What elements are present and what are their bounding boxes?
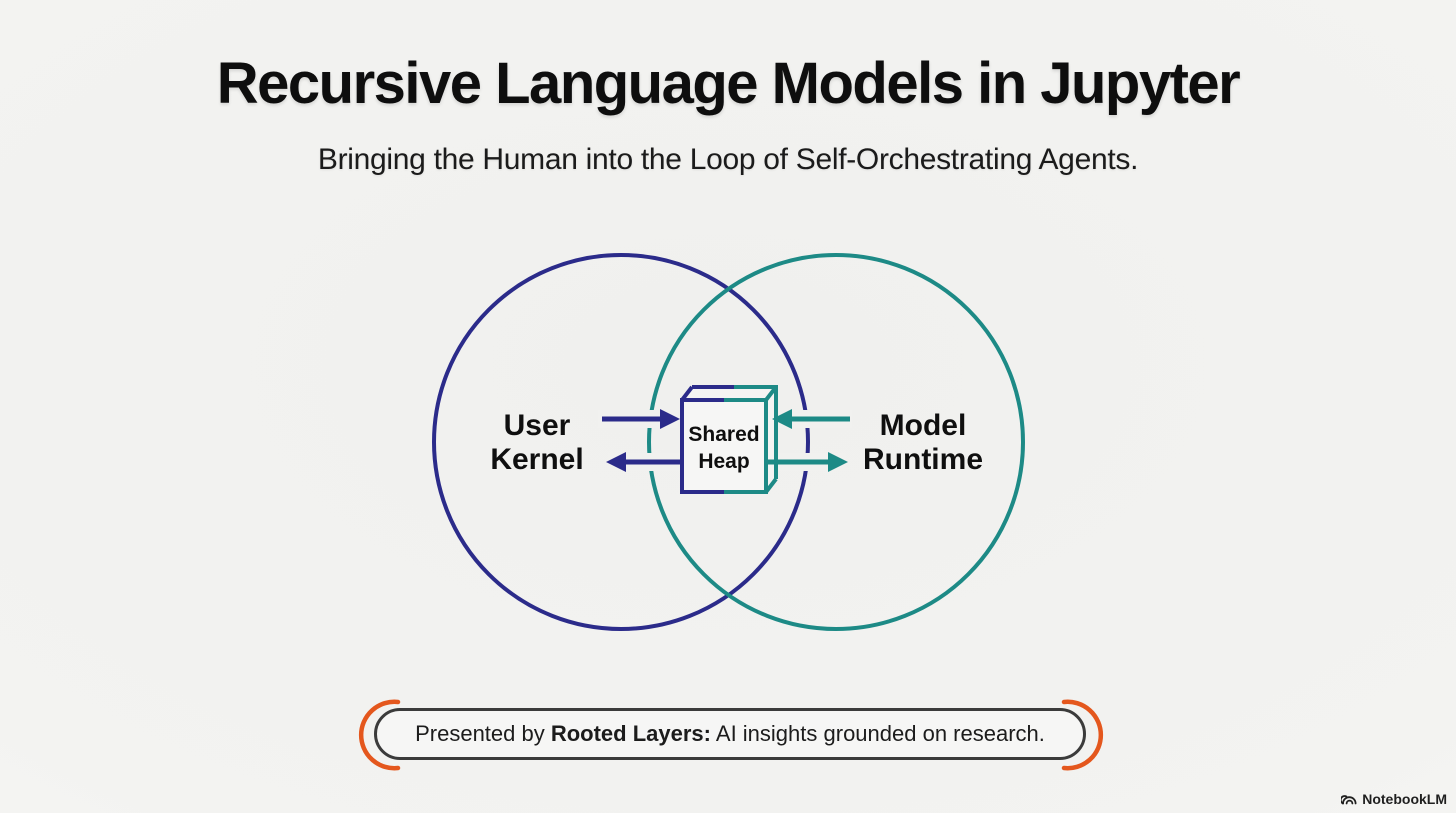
box-right-face: [766, 387, 776, 492]
user-kernel-label-line2: Kernel: [490, 443, 584, 476]
model-runtime-label-line2: Runtime: [863, 443, 983, 476]
box-border-navy: [680, 385, 734, 494]
page-subtitle: Bringing the Human into the Loop of Self…: [317, 143, 1139, 176]
arrow-model-to-heap-head: [772, 409, 792, 429]
badge-accent-arc-left: [358, 699, 401, 771]
user-kernel-label: User Kernel: [427, 409, 647, 477]
shared-heap-box: [680, 385, 778, 494]
notebooklm-watermark: NotebookLM: [1341, 791, 1447, 807]
shared-heap-label-line1: Shared: [688, 423, 760, 446]
model-runtime-label-line1: Model: [879, 409, 967, 442]
user-kernel-label-line1: User: [503, 409, 571, 442]
arrow-heap-to-user-head: [606, 452, 626, 472]
box-front-face: [682, 400, 766, 492]
notebooklm-icon: [1341, 794, 1357, 804]
model-runtime-label: Model Runtime: [813, 409, 1033, 477]
presenter-badge: Presented by Rooted Layers: AI insights …: [374, 708, 1086, 760]
shared-heap-label: Shared Heap: [674, 421, 774, 475]
shared-heap-label-line2: Heap: [698, 450, 750, 473]
presenter-badge-text: Presented by Rooted Layers: AI insights …: [415, 721, 1045, 747]
page-title: Recursive Language Models in Jupyter: [216, 51, 1241, 116]
arrow-user-to-heap-head: [660, 409, 680, 429]
presenter-badge-prefix: Presented by: [415, 721, 551, 746]
box-border-teal: [724, 385, 778, 494]
model-runtime-circle: [647, 253, 1025, 631]
presenter-badge-brand: Rooted Layers:: [550, 721, 711, 746]
badge-accent-arc-right: [1061, 699, 1104, 771]
arrow-heap-to-model-head: [828, 452, 848, 472]
user-kernel-circle: [432, 253, 810, 631]
notebooklm-label: NotebookLM: [1362, 791, 1447, 807]
presenter-badge-suffix: AI insights grounded on research.: [711, 721, 1045, 746]
box-top-face: [682, 387, 776, 400]
